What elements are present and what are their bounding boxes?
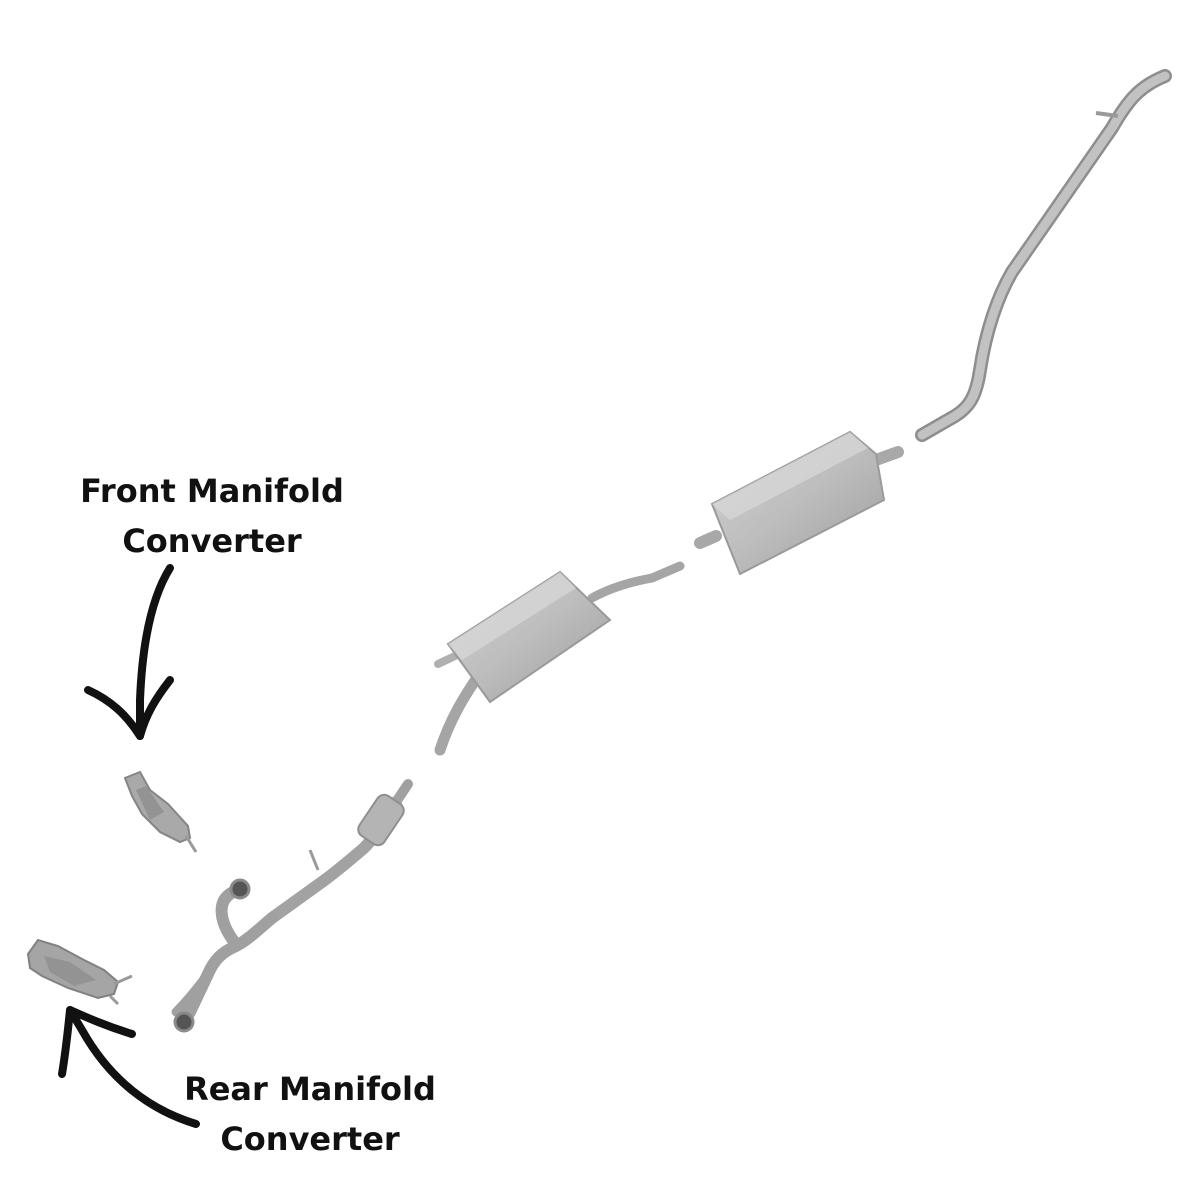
rear-manifold-converter-label: Rear Manifold Converter [160,1064,460,1164]
resonator [434,561,685,756]
front-manifold-converter [123,770,198,853]
front-manifold-converter-label: Front Manifold Converter [62,466,362,566]
front-callout-arrow [84,564,174,740]
rear-label-line2: Converter [220,1120,400,1158]
tailpipe [915,69,1172,442]
front-label-line2: Converter [122,522,302,560]
y-pipe [171,878,278,1033]
center-pipe [266,779,413,924]
front-label-line1: Front Manifold [80,472,344,510]
rear-callout-arrow [58,1006,200,1128]
rear-manifold-converter [26,938,133,1006]
rear-label-line1: Rear Manifold [184,1070,436,1108]
rear-muffler [694,430,904,576]
